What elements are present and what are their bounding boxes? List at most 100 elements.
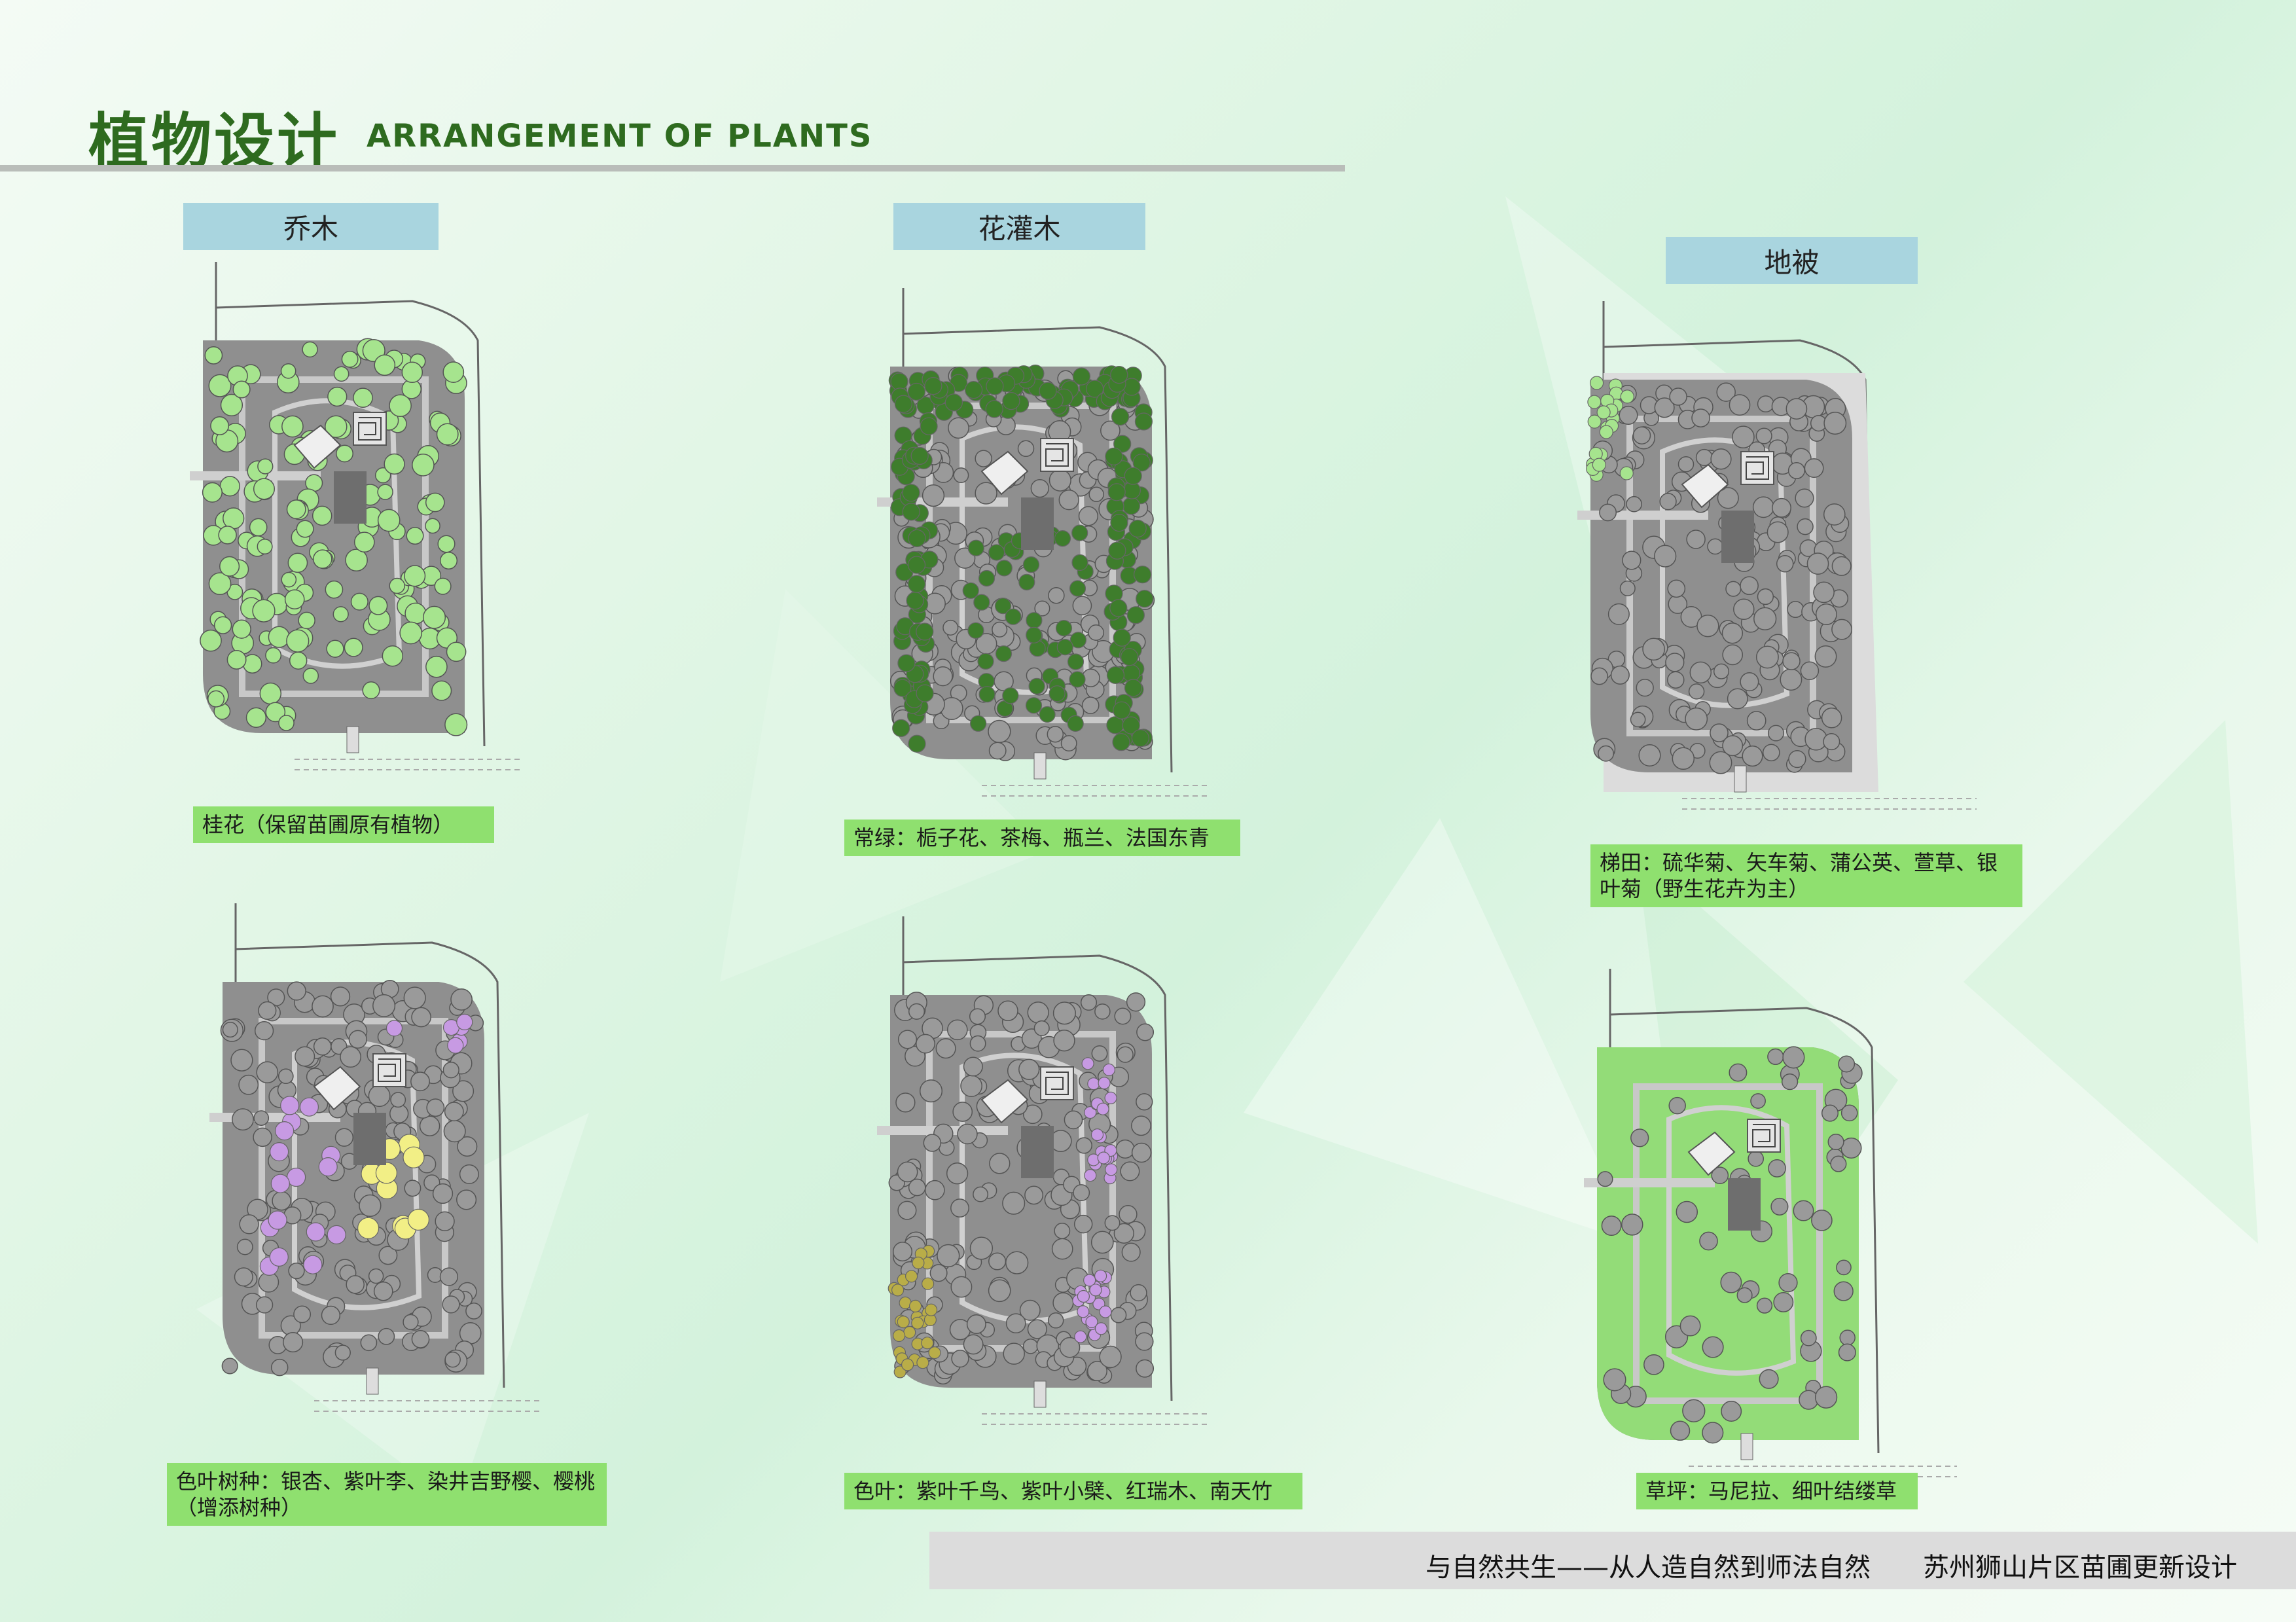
tree <box>1005 1251 1029 1274</box>
tree <box>373 1281 393 1301</box>
tree <box>334 1128 354 1147</box>
tree <box>1638 744 1661 767</box>
evergreen-shrub <box>1028 677 1045 694</box>
tree <box>1699 1231 1718 1251</box>
tree <box>1047 725 1064 743</box>
tree <box>969 1236 994 1260</box>
tree <box>1716 382 1736 402</box>
tree <box>1736 1287 1753 1303</box>
tree <box>1782 652 1801 670</box>
tree <box>969 1035 986 1052</box>
south-entrance <box>346 726 359 753</box>
tree <box>1619 405 1638 425</box>
pavilion <box>1681 463 1729 509</box>
evergreen-shrub <box>996 560 1013 577</box>
tree <box>1742 746 1763 767</box>
tree <box>378 1246 398 1265</box>
tree <box>208 374 232 397</box>
tree <box>1027 1001 1049 1024</box>
tree <box>897 1030 918 1049</box>
tree <box>286 629 310 653</box>
purple-shrub <box>1084 1169 1097 1182</box>
evergreen-shrub <box>1002 687 1019 704</box>
purple-shrub <box>1077 1289 1090 1303</box>
tree <box>334 1344 351 1361</box>
tree <box>1136 1359 1155 1378</box>
tree <box>296 520 314 538</box>
inner-path <box>1660 437 1790 708</box>
pavilion <box>1687 1131 1736 1176</box>
tree <box>210 416 230 435</box>
evergreen-shrub <box>995 645 1013 662</box>
tree <box>1119 1205 1138 1224</box>
title-divider <box>0 165 1345 171</box>
purple-tree <box>303 1255 323 1274</box>
category-trees: 乔木 <box>183 203 439 250</box>
evergreen-shrub <box>1022 556 1040 573</box>
tree <box>1018 1058 1040 1080</box>
evergreen-shrub <box>1134 412 1153 431</box>
tree <box>253 478 276 500</box>
evergreen-shrub <box>985 400 1003 418</box>
evergreen-shrub <box>902 503 920 521</box>
tree <box>202 482 223 503</box>
tree <box>1689 661 1712 684</box>
evergreen-shrub <box>1067 715 1084 732</box>
tree <box>1831 556 1852 576</box>
purple-tree <box>306 1222 325 1242</box>
tree <box>312 995 334 1018</box>
entrance-path <box>1577 511 1708 520</box>
tree <box>1804 458 1824 478</box>
tree <box>935 1038 956 1059</box>
tree <box>942 619 959 636</box>
footer-bar: 与自然共生——从人造自然到师法自然 苏州狮山片区苗圃更新设计 <box>929 1532 2296 1589</box>
evergreen-shrub <box>907 556 926 574</box>
purple-tree <box>269 1142 289 1162</box>
tree <box>1732 425 1755 449</box>
page-subtitle: ARRANGEMENT OF PLANTS <box>367 118 873 154</box>
tree <box>1727 688 1748 710</box>
tree <box>1024 1185 1044 1205</box>
plan-colored-leaves <box>877 916 1211 1425</box>
tree <box>1720 1271 1742 1293</box>
tree <box>1636 678 1654 697</box>
south-entrance <box>1033 752 1047 780</box>
tree <box>377 509 401 532</box>
pavilion <box>980 450 1029 496</box>
tree <box>897 1200 917 1220</box>
olive-shrub <box>905 1270 918 1283</box>
evergreen-shrub <box>924 377 942 395</box>
tree <box>1830 1155 1847 1172</box>
tree <box>1787 600 1804 619</box>
tree <box>1787 461 1805 480</box>
tree <box>1052 1001 1076 1025</box>
evergreen-shrub <box>1002 392 1020 410</box>
evergreen-shrub <box>1072 367 1090 386</box>
tree <box>1688 683 1705 700</box>
tree <box>1027 1319 1047 1339</box>
tree <box>219 476 240 497</box>
purple-shrub <box>1098 1077 1111 1090</box>
evergreen-shrub <box>1106 666 1125 685</box>
olive-shrub <box>891 1284 905 1297</box>
tree <box>992 621 1008 638</box>
tree <box>404 565 426 587</box>
tree <box>1762 744 1780 762</box>
tree <box>988 1279 1011 1303</box>
tree <box>1729 1063 1748 1082</box>
purple-shrub <box>1090 1128 1104 1142</box>
tree <box>221 1358 238 1375</box>
tree <box>1839 1329 1856 1346</box>
purple-shrub <box>1094 1269 1107 1282</box>
tree <box>1052 1292 1074 1314</box>
tree <box>1721 1401 1742 1422</box>
tree <box>963 1056 983 1077</box>
tree <box>1668 1096 1686 1115</box>
tree <box>1795 488 1814 508</box>
evergreen-shrub <box>967 539 984 556</box>
tree <box>362 681 380 700</box>
evergreen-shrub <box>1124 679 1143 697</box>
purple-shrub <box>1097 1151 1110 1164</box>
tree <box>1030 478 1049 498</box>
tree <box>1610 665 1630 685</box>
